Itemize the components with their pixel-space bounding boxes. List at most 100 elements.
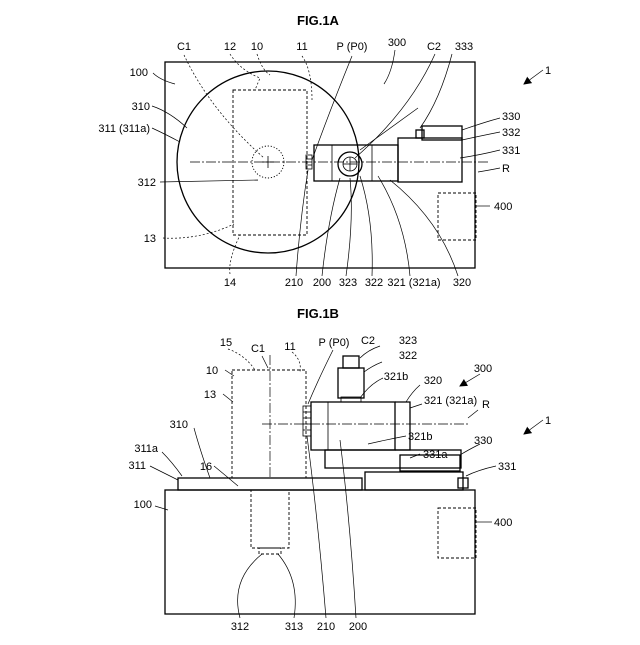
label-14: 14 bbox=[224, 277, 236, 289]
label-321: 321 (321a) bbox=[387, 277, 440, 289]
label-400: 400 bbox=[494, 201, 512, 213]
arrow-c2 bbox=[360, 108, 418, 150]
label-12: 12 bbox=[224, 41, 236, 53]
label-323: 323 bbox=[399, 335, 417, 347]
label-400: 400 bbox=[494, 517, 512, 529]
label-323: 323 bbox=[339, 277, 357, 289]
label-c1: C1 bbox=[251, 343, 265, 355]
slider-330-body bbox=[398, 138, 462, 182]
label-313: 313 bbox=[285, 621, 303, 633]
label-100: 100 bbox=[134, 499, 152, 511]
leader-100-side bbox=[155, 506, 168, 510]
leader-10-side bbox=[225, 370, 234, 376]
label-300: 300 bbox=[388, 37, 406, 49]
leader-321 bbox=[378, 176, 410, 276]
nozzle-210-side bbox=[303, 406, 311, 436]
label-200: 200 bbox=[349, 621, 367, 633]
label-c2: C2 bbox=[427, 41, 441, 53]
label-11: 11 bbox=[296, 41, 307, 53]
label-330: 330 bbox=[474, 435, 492, 447]
leader-320-side bbox=[406, 385, 420, 402]
arrow-ref-300 bbox=[460, 374, 480, 386]
leader-331 bbox=[460, 150, 500, 158]
label-331a: 331a bbox=[423, 449, 448, 461]
label-210: 210 bbox=[317, 621, 335, 633]
label-312: 312 bbox=[138, 177, 156, 189]
leader-312 bbox=[160, 180, 258, 182]
label-r: R bbox=[502, 163, 510, 175]
leader-321b-bot bbox=[368, 436, 406, 444]
leader-312-side bbox=[238, 554, 262, 618]
leader-311 bbox=[152, 128, 180, 142]
label-333: 333 bbox=[455, 41, 473, 53]
leader-210-side bbox=[307, 436, 326, 618]
head-10-outline bbox=[233, 90, 307, 235]
arm-320-body bbox=[314, 145, 398, 181]
leader-13 bbox=[163, 224, 234, 238]
label-322: 322 bbox=[365, 277, 383, 289]
stage-plate-310 bbox=[178, 478, 362, 490]
leader-313 bbox=[278, 554, 295, 618]
label-11: 11 bbox=[284, 341, 295, 353]
controller-400-side bbox=[438, 508, 476, 558]
label-ref-1-b: 1 bbox=[545, 415, 551, 427]
label-ref-1-a: 1 bbox=[545, 65, 551, 77]
label-13: 13 bbox=[204, 389, 216, 401]
label-311: 311 (311a) bbox=[98, 123, 150, 135]
leader-310 bbox=[152, 106, 187, 128]
leader-c2 bbox=[355, 54, 435, 158]
label-200: 200 bbox=[313, 277, 331, 289]
label-16: 16 bbox=[200, 461, 212, 473]
figure-1b: FIG.1B bbox=[128, 306, 551, 633]
leader-311a bbox=[162, 452, 182, 476]
label-321: 321 (321a) bbox=[424, 395, 477, 407]
label-332: 332 bbox=[502, 127, 520, 139]
leader-322-side bbox=[364, 362, 382, 372]
label-312: 312 bbox=[231, 621, 249, 633]
leader-11-side bbox=[292, 352, 300, 372]
column-323-side bbox=[343, 356, 359, 368]
leader-c1-side bbox=[262, 356, 268, 368]
leader-300 bbox=[384, 50, 395, 84]
leader-322 bbox=[360, 176, 372, 276]
label-331: 331 bbox=[498, 461, 516, 473]
arrow-ref-1-a bbox=[524, 70, 543, 84]
label-311: 311 bbox=[128, 460, 146, 472]
leader-330 bbox=[462, 118, 500, 130]
label-300: 300 bbox=[474, 363, 492, 375]
leader-210 bbox=[296, 170, 308, 276]
label-p: P (P0) bbox=[337, 41, 368, 53]
column-322-side bbox=[338, 368, 364, 398]
label-13: 13 bbox=[144, 233, 156, 245]
label-p: P (P0) bbox=[319, 337, 350, 349]
leader-320 bbox=[390, 180, 458, 276]
label-322: 322 bbox=[399, 350, 417, 362]
leader-331-side bbox=[466, 466, 496, 476]
label-c1: C1 bbox=[177, 41, 191, 53]
leader-200-side bbox=[340, 440, 356, 618]
label-15: 15 bbox=[220, 337, 232, 349]
label-321b-bot: 321b bbox=[408, 431, 432, 443]
label-10: 10 bbox=[206, 365, 218, 377]
label-10: 10 bbox=[251, 41, 263, 53]
figure-1b-title: FIG.1B bbox=[297, 306, 339, 321]
label-100: 100 bbox=[130, 67, 148, 79]
leader-16 bbox=[214, 466, 238, 486]
leader-13-side bbox=[223, 394, 233, 402]
shaft-313 bbox=[259, 548, 281, 554]
figure-1a: FIG.1A bbox=[98, 13, 551, 289]
leader-r bbox=[478, 168, 500, 172]
arrow-ref-1-b bbox=[524, 420, 543, 434]
controller-400 bbox=[438, 193, 476, 240]
label-330: 330 bbox=[502, 111, 520, 123]
leader-333 bbox=[420, 54, 452, 128]
label-321b-top: 321b bbox=[384, 371, 408, 383]
label-320: 320 bbox=[424, 375, 442, 387]
label-310: 310 bbox=[170, 419, 188, 431]
leader-p-side bbox=[308, 350, 333, 404]
shaft-312 bbox=[251, 490, 289, 548]
leader-323 bbox=[346, 178, 351, 276]
rail-331 bbox=[365, 472, 463, 490]
leader-100 bbox=[153, 73, 175, 84]
